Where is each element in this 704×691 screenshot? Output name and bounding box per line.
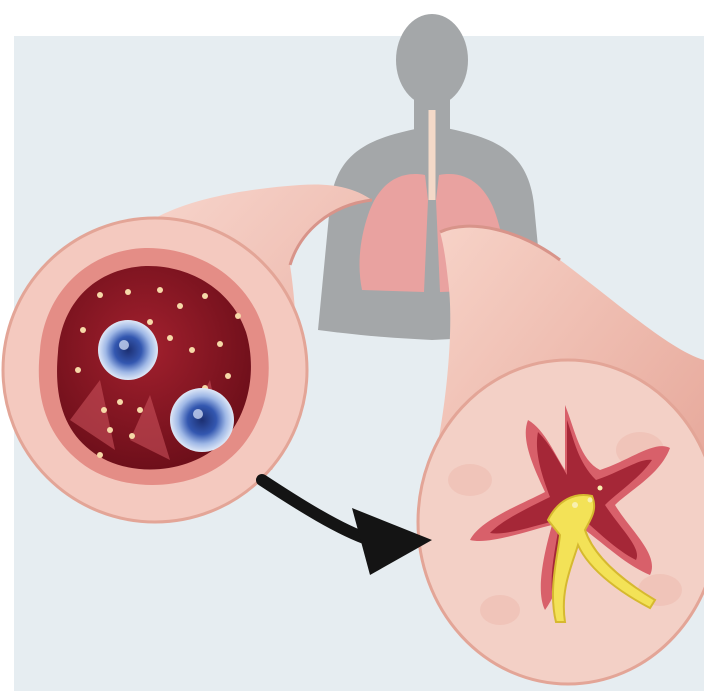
immune-cell-icon — [98, 320, 158, 380]
immune-cell-icon — [170, 388, 234, 452]
